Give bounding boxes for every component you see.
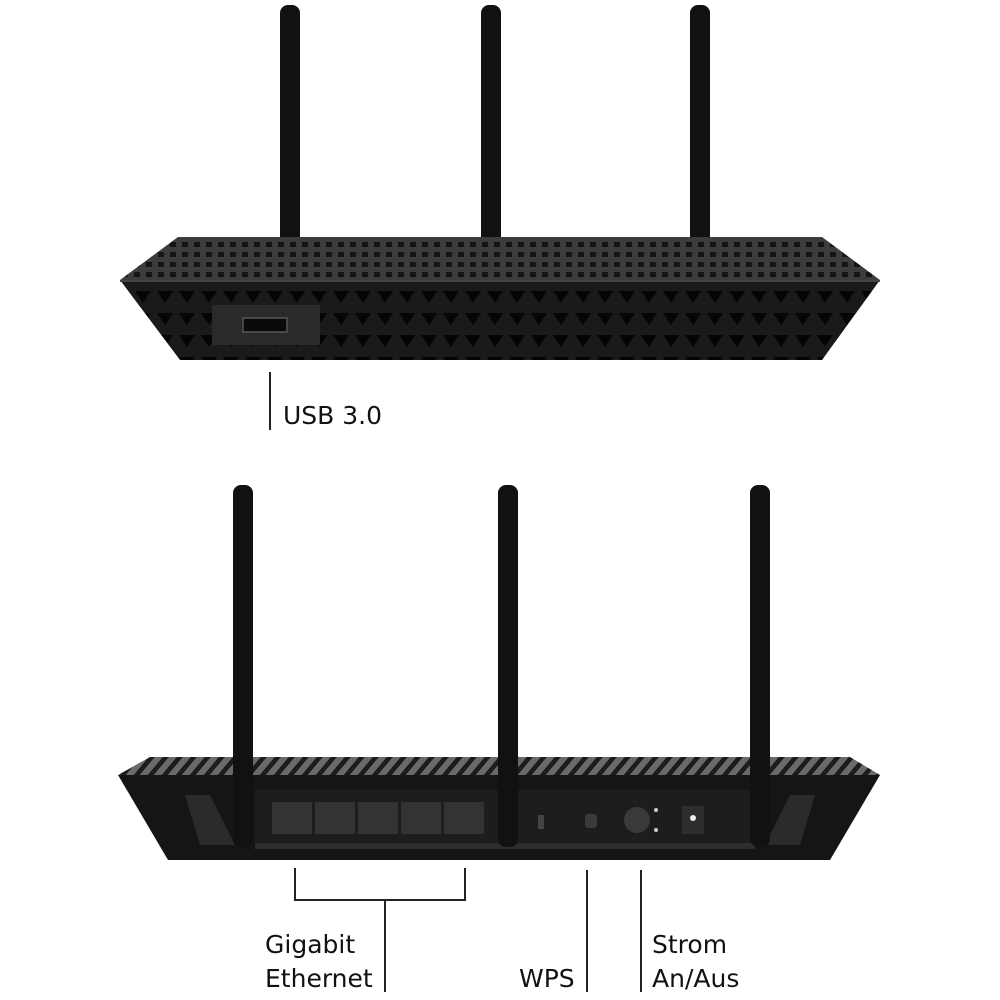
ethernet-port <box>315 802 355 834</box>
usb-port <box>242 317 288 333</box>
antenna <box>498 485 518 847</box>
wps-button <box>585 814 597 828</box>
top-surface <box>120 237 880 280</box>
ethernet-label-line1: Gigabit <box>265 930 356 959</box>
ethernet-port <box>272 802 312 834</box>
ethernet-bracket <box>294 868 466 901</box>
ethernet-port <box>358 802 398 834</box>
antenna <box>481 5 501 245</box>
antenna <box>233 485 253 847</box>
ethernet-port <box>401 802 441 834</box>
antenna <box>750 485 770 847</box>
ethernet-ports <box>272 802 484 834</box>
antenna <box>280 5 300 245</box>
ethernet-port <box>444 802 484 834</box>
antenna <box>690 5 710 245</box>
power-button <box>624 807 650 833</box>
power-label-line1: Strom <box>652 930 728 959</box>
ethernet-label-line2: Ethernet <box>265 964 373 993</box>
router-rear-view <box>118 485 880 860</box>
wps-label: WPS <box>519 964 575 993</box>
reset-button <box>538 815 544 829</box>
power-label-line2: An/Aus <box>652 964 740 993</box>
router-front-view <box>120 5 880 360</box>
usb-label: USB 3.0 <box>283 401 383 430</box>
